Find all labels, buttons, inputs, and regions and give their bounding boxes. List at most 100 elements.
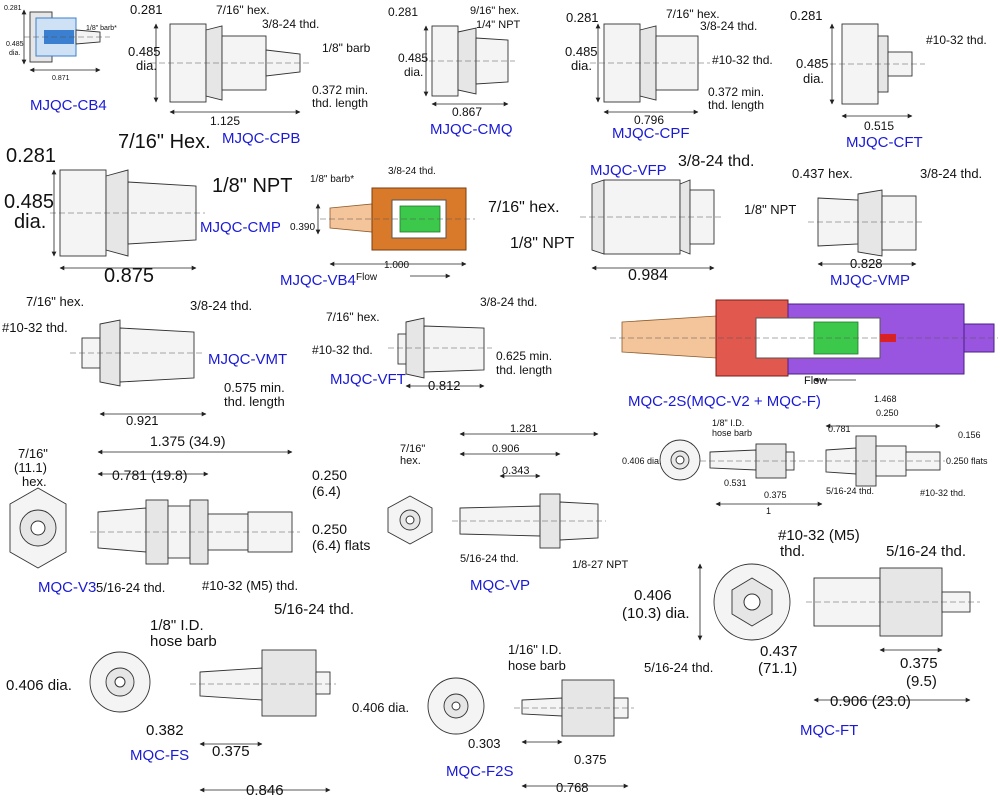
vft-dim-5: 0.812 bbox=[428, 378, 461, 393]
small-dim-2: 0.406 dia. bbox=[622, 456, 662, 466]
cb4-dim-3: 1/8" barb* bbox=[86, 25, 117, 32]
cpb-dim-6: 0.372 min. bbox=[312, 83, 368, 97]
small-dim-10: 0.250 flats bbox=[946, 456, 988, 466]
vmt-dim-4: thd. length bbox=[224, 394, 285, 409]
vp-dim-4: 0.343 bbox=[502, 465, 530, 477]
cpf-label: MJQC-CPF bbox=[612, 125, 690, 142]
v3-thread-left bbox=[97, 507, 147, 553]
cpf-dim-7: thd. length bbox=[708, 98, 764, 112]
vp-dim-5: 5/16-24 thd. bbox=[460, 553, 519, 565]
cpf-dim-6: 0.372 min. bbox=[708, 85, 764, 99]
vmt-thread bbox=[119, 327, 195, 383]
vp-label: MQC-VP bbox=[470, 577, 530, 594]
small-dim-3: 0.531 bbox=[724, 478, 747, 488]
part-mjqc-cft: 0.281 #10-32 thd. 0.485 dia. 0.515 MJQC-… bbox=[790, 8, 987, 151]
vmp-hex bbox=[857, 189, 883, 257]
cpf-dim-5: #10-32 thd. bbox=[712, 53, 773, 67]
v3-dim-4: 0.781 (19.8) bbox=[112, 467, 188, 483]
v3-label: MQC-V3 bbox=[38, 579, 96, 596]
f2s-barb bbox=[521, 697, 563, 717]
v3-dim-5: 0.250 bbox=[312, 467, 347, 483]
vft-dim-1: 7/16" hex. bbox=[326, 310, 380, 324]
cpb-dim-4: 0.485 bbox=[128, 44, 161, 59]
cmq-dim-1: 9/16" hex. bbox=[470, 5, 519, 17]
part-mqc-fs: 1/8" I.D. hose barb 5/16-24 thd. 0.406 d… bbox=[6, 601, 354, 799]
ft-dim-4: (10.3) dia. bbox=[622, 605, 690, 622]
ft-dim-0: #10-32 (M5) bbox=[778, 527, 860, 544]
cmp-dim-2: 1/8" NPT bbox=[212, 175, 292, 197]
vft-dim-0: 3/8-24 thd. bbox=[480, 295, 537, 309]
ft-dim-8: (9.5) bbox=[906, 673, 937, 690]
cpb-dim-2: 3/8-24 thd. bbox=[262, 17, 319, 31]
mqc2s-label: MQC-2S(MQC-V2 + MQC-F) bbox=[628, 393, 821, 410]
small-dim-1: hose barb bbox=[712, 428, 752, 438]
part-mqc-v3: 7/16" (11.1) hex. 1.375 (34.9) 0.781 (19… bbox=[9, 433, 370, 596]
vmp-label: MJQC-VMP bbox=[830, 272, 910, 289]
cmp-label: MJQC-CMP bbox=[200, 219, 281, 236]
v3-dim-2: hex. bbox=[22, 474, 47, 489]
cmp-dim-5: 0.875 bbox=[104, 265, 154, 287]
part-mjqc-cpb: 0.281 7/16" hex. 3/8-24 thd. 1/8" barb 0… bbox=[128, 2, 371, 147]
f2s-dim-0: 1/16" I.D. bbox=[508, 642, 562, 657]
cb4-dim-4: 0.871 bbox=[52, 75, 70, 82]
fs-dim-6: 0.846 bbox=[246, 782, 284, 799]
f2s-label: MQC-F2S bbox=[446, 763, 514, 780]
vp-dim-3: 0.906 bbox=[492, 443, 520, 455]
fs-dim-2: 5/16-24 thd. bbox=[274, 601, 354, 618]
f2s-dim-5: 0.375 bbox=[574, 752, 607, 767]
cpf-dim-4: dia. bbox=[571, 58, 592, 73]
vft-dim-3: 0.625 min. bbox=[496, 349, 552, 363]
vmp-dim-2: 1/8" NPT bbox=[744, 202, 796, 217]
fs-dim-5: 0.375 bbox=[212, 743, 250, 760]
cmq-dim-2: 1/4" NPT bbox=[476, 19, 521, 31]
fs-dim-1: hose barb bbox=[150, 633, 217, 650]
part-mjqc-vmp: 0.437 hex. 3/8-24 thd. 1/8" NPT 0.828 MJ… bbox=[744, 166, 982, 289]
vmp-thread-right bbox=[881, 195, 917, 251]
part-mqc-ft: #10-32 (M5) thd. 5/16-24 thd. 0.406 (10.… bbox=[622, 527, 980, 739]
small-dim-6: 1.468 bbox=[874, 394, 897, 404]
vfp-dim-1: 7/16" hex. bbox=[488, 199, 560, 216]
cmp-dim-3: 0.485 bbox=[4, 191, 54, 213]
small-dim-9: 0.156 bbox=[958, 430, 981, 440]
part-mjqc-vb4: 1/8" barb* 3/8-24 thd. 0.390 1.000 Flow … bbox=[280, 166, 475, 289]
small-dim-11: 5/16-24 thd. bbox=[826, 486, 874, 496]
cb4-dim-1: 0.485 bbox=[6, 41, 24, 48]
mqc2s-pin bbox=[880, 334, 896, 342]
vfp-label: MJQC-VFP bbox=[590, 162, 667, 179]
part-mjqc-vfp: 3/8-24 thd. 7/16" hex. 1/8" NPT 0.984 MJ… bbox=[488, 153, 755, 284]
f2s-dim-6: 0.768 bbox=[556, 780, 589, 795]
part-mjqc-cmq: 0.281 9/16" hex. 1/4" NPT 0.485 dia. 0.8… bbox=[388, 5, 521, 138]
cb4-label: MJQC-CB4 bbox=[30, 97, 107, 114]
part-mqc-f2s: 1/16" I.D. hose barb 5/16-24 thd. 0.406 … bbox=[352, 642, 713, 795]
small-dim-8: 0.250 bbox=[876, 408, 899, 418]
ft-dim-6: (71.1) bbox=[758, 660, 797, 677]
vp-end-bore bbox=[405, 515, 415, 525]
v3-end-bore bbox=[30, 520, 46, 536]
cpb-dim-0: 0.281 bbox=[130, 2, 163, 17]
v3-dim-8: (6.4) flats bbox=[312, 537, 370, 553]
cft-label: MJQC-CFT bbox=[846, 134, 923, 151]
cmq-dim-0: 0.281 bbox=[388, 5, 418, 19]
small-barb bbox=[709, 449, 757, 471]
part-mjqc-cmp: 0.281 7/16" Hex. 1/8" NPT 0.485 dia. 0.8… bbox=[4, 131, 292, 287]
f2s-end-bore bbox=[451, 701, 461, 711]
vfp-dim-2: 1/8" NPT bbox=[510, 235, 575, 252]
fs-dim-0: 1/8" I.D. bbox=[150, 617, 204, 634]
f2s-dim-1: hose barb bbox=[508, 658, 566, 673]
cb4-dim-2: dia. bbox=[9, 50, 20, 57]
vmp-dim-3: 0.828 bbox=[850, 256, 883, 271]
f2s-dim-4: 0.303 bbox=[468, 736, 501, 751]
v3-dim-1: (11.1) bbox=[14, 460, 47, 475]
cpf-dim-0: 0.281 bbox=[566, 10, 599, 25]
ft-dim-5: 0.437 bbox=[760, 643, 798, 660]
cmp-dim-1: 7/16" Hex. bbox=[118, 131, 211, 153]
fs-dim-3: 0.406 dia. bbox=[6, 677, 72, 694]
vb4-dim-4: Flow bbox=[356, 272, 378, 283]
small-dim-7: 0.781 bbox=[828, 424, 851, 434]
small-end-bore bbox=[675, 455, 685, 465]
mqc2s-dim-0: Flow bbox=[804, 375, 827, 387]
cpb-dim-3: 1/8" barb bbox=[322, 41, 371, 55]
vb4-label: MJQC-VB4 bbox=[280, 272, 356, 289]
mqc2s-barb bbox=[621, 315, 717, 359]
